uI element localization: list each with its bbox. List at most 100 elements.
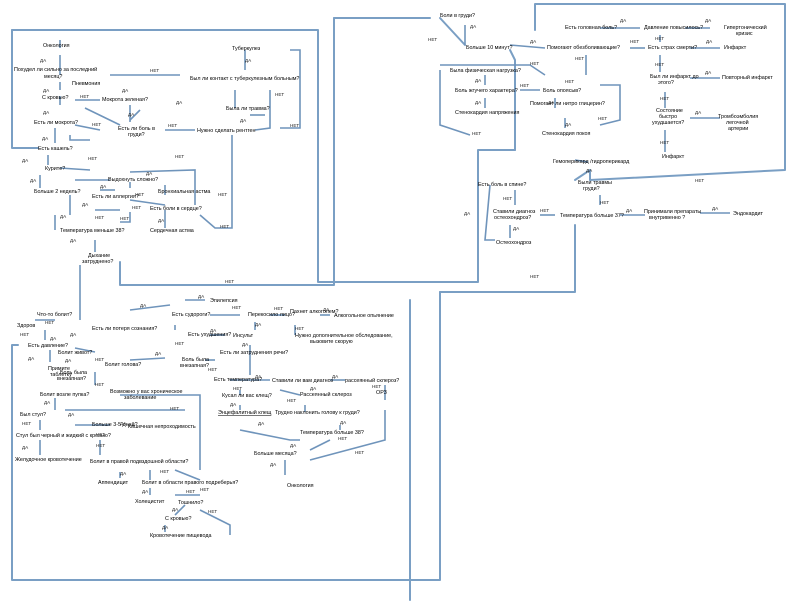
connector	[199, 135, 233, 229]
node-sudden-1b: внезапная?	[180, 363, 209, 369]
connector	[574, 159, 589, 163]
connector	[439, 70, 471, 136]
label-yes: ДА	[30, 178, 37, 183]
label-no: НЕТ	[575, 56, 584, 61]
label-yes: ДА	[255, 374, 262, 379]
node-sudden-2b: внезапная?	[57, 376, 86, 382]
label-no: НЕТ	[170, 406, 179, 411]
label-yes: ДА	[155, 351, 162, 356]
label-no: НЕТ	[274, 306, 283, 311]
label-yes: ДА	[146, 171, 153, 176]
label-no: НЕТ	[95, 382, 104, 387]
node-cardiac-asthma: Сердечная астма	[150, 228, 194, 234]
label-no: НЕТ	[540, 208, 549, 213]
connector	[309, 410, 386, 461]
label-yes: ДА	[323, 307, 330, 312]
label-no: НЕТ	[186, 489, 195, 494]
label-no: НЕТ	[80, 94, 89, 99]
node-back-pain: Есть боль в спине?	[478, 182, 526, 188]
label-yes: ДА	[42, 136, 49, 141]
node-ari: ОРЗ	[376, 390, 387, 396]
node-chest-trauma-2: груди?	[583, 186, 600, 192]
label-yes: ДА	[142, 489, 149, 494]
connector	[174, 469, 201, 481]
node-weight-loss: Похудел ли сильно за последний	[14, 66, 97, 73]
label-no: НЕТ	[598, 116, 607, 121]
node-temp-less-38: Температура меньше 38?	[60, 228, 124, 234]
connector	[254, 90, 271, 131]
node-infarct-2: Инфаркт	[662, 154, 685, 160]
connector	[484, 184, 495, 241]
node-pe-2: легочной	[726, 119, 749, 126]
label-yes: ДА	[43, 88, 50, 93]
label-yes: ДА	[270, 462, 277, 467]
label-no: НЕТ	[655, 36, 664, 41]
node-exertional-angina: Стенокардия напряжения	[455, 110, 520, 116]
label-yes: ДА	[475, 100, 482, 105]
label-no: НЕТ	[22, 421, 31, 426]
node-epilepsy: Эпилепсия	[210, 298, 238, 304]
label-no: НЕТ	[503, 196, 512, 201]
label-yes: ДА	[712, 206, 719, 211]
label-yes: ДА	[65, 358, 72, 363]
label-yes: ДА	[68, 412, 75, 417]
label-yes: ДА	[340, 420, 347, 425]
node-navel: Болит возле пупка?	[40, 392, 89, 398]
label-no: НЕТ	[135, 192, 144, 197]
node-worsening-2: быстро	[659, 114, 677, 120]
label-yes: ДА	[240, 118, 247, 123]
node-head: Болит голова?	[105, 362, 141, 368]
label-no: НЕТ	[208, 509, 217, 514]
node-alcohol-smell: Пахнет алкоголем?	[290, 309, 338, 315]
label-yes: ДА	[100, 184, 107, 189]
node-with-blood: С кровью?	[42, 95, 68, 101]
label-yes: ДА	[586, 168, 593, 173]
node-sudden-1: Боль была	[182, 357, 209, 363]
node-breathing: Дыхание	[88, 253, 110, 259]
node-extra-exam: Нужно дополнительное обследование,	[295, 333, 393, 339]
node-painkillers: Помогают обезболивающие?	[547, 45, 620, 51]
node-seizures: Есть судороги?	[172, 312, 210, 318]
label-yes: ДА	[464, 211, 471, 216]
node-chronic: Возможно у вас хроническое	[110, 389, 183, 395]
node-temp-37: Температура больше 37?	[560, 213, 624, 219]
label-no: НЕТ	[95, 357, 104, 362]
node-endocarditis: Эндокардит	[733, 211, 764, 217]
label-yes: ДА	[50, 336, 57, 341]
node-osteo-diag-2: остеохондроз?	[494, 215, 531, 221]
label-no: НЕТ	[132, 205, 141, 210]
label-yes: ДА	[705, 18, 712, 23]
label-no: НЕТ	[160, 469, 169, 474]
label-no: НЕТ	[96, 443, 105, 448]
connector	[199, 509, 231, 535]
connector	[534, 3, 786, 181]
label-yes: ДА	[70, 238, 77, 243]
node-esophageal: Кровотечение пищевода	[150, 533, 211, 539]
label-yes: ДА	[620, 18, 627, 23]
label-no: НЕТ	[168, 123, 177, 128]
label-no: НЕТ	[96, 432, 105, 437]
connector	[509, 49, 516, 151]
node-labels: Онкология Туберкулез Похудел ли сильно з…	[14, 13, 773, 539]
label-yes: ДА	[82, 202, 89, 207]
node-burning: Боль жгучего характера?	[455, 88, 518, 94]
node-3-5-days: Больше 3-5 дней?	[92, 421, 138, 428]
node-nausea: Тошнило?	[178, 500, 203, 506]
label-yes: ДА	[565, 122, 572, 127]
label-yes: ДА	[122, 88, 129, 93]
label-yes: ДА	[255, 322, 262, 327]
node-appendicitis: Аппендицит	[98, 480, 129, 486]
node-take-pill-2: таблетку	[50, 372, 72, 378]
node-month: Больше месяца?	[254, 451, 297, 457]
label-no: НЕТ	[20, 332, 29, 337]
node-consciousness: Есть ли потеря сознания?	[92, 326, 157, 332]
connector	[120, 212, 131, 223]
node-black-stool: Стул был черный и жидкий с кровью?	[16, 432, 111, 439]
connector	[11, 29, 39, 149]
node-nitro: Помогает ли нитро глицерин?	[530, 101, 605, 107]
label-no: НЕТ	[338, 436, 347, 441]
label-no: НЕТ	[208, 367, 217, 372]
node-chest-trauma: Были травмы	[578, 180, 612, 186]
node-something-hurts: Что-то болит?	[37, 312, 72, 318]
